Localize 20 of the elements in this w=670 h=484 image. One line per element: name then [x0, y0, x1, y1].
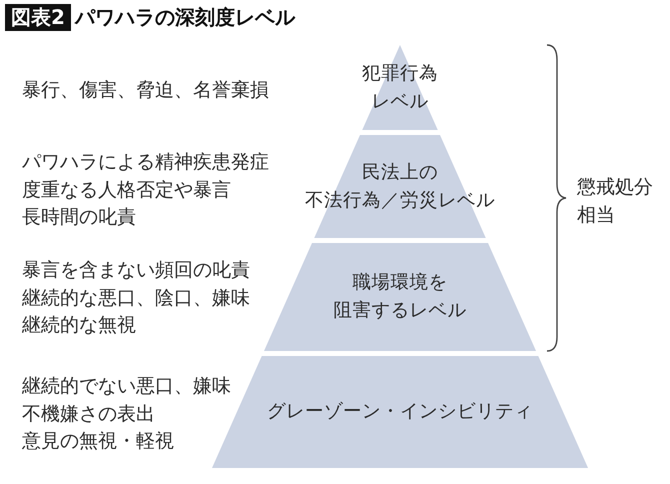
tier-label: 民法上の不法行為／労災レベル	[305, 160, 495, 212]
bracket-label: 懲戒処分相当	[577, 175, 654, 228]
tier-label: グレーゾーン・インシビリティ	[266, 400, 533, 424]
example-text: 度重なる人格否定や暴言	[22, 178, 231, 202]
tier-label: 犯罪行為レベル	[362, 62, 438, 114]
example-text: 継続的な無視	[22, 313, 136, 338]
pyramid-tier	[212, 356, 588, 468]
pyramid-tier	[360, 45, 440, 130]
example-text: 不機嫌さの表出	[22, 402, 155, 426]
example-text: 長時間の叱責	[22, 205, 136, 230]
tier-label: 職場環境を阻害するレベル	[333, 271, 466, 323]
example-text: 意見の無視・軽視	[22, 429, 174, 454]
example-text: 暴言を含まない頻回の叱責	[22, 258, 250, 283]
example-text: 継続的でない悪口、嫌味	[22, 374, 231, 399]
pyramid-tier	[264, 243, 536, 351]
title: パワハラの深刻度レベル	[75, 5, 295, 30]
example-text: 暴行、傷害、脅迫、名誉棄損	[22, 78, 269, 103]
example-text: 継続的な悪口、陰口、嫌味	[22, 286, 250, 310]
figure-number-badge: 図表2	[5, 4, 71, 31]
example-text: パワハラによる精神疾患発症	[22, 150, 269, 175]
